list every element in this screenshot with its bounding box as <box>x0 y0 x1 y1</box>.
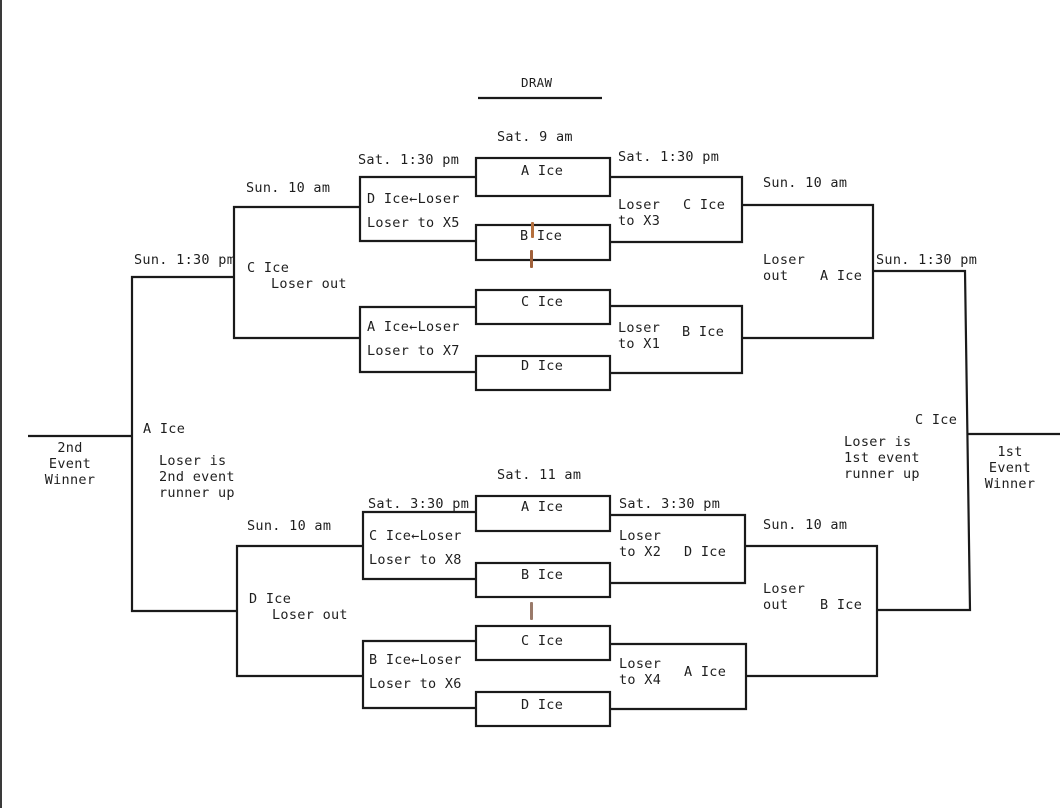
note-line: to X2 <box>619 544 662 560</box>
winner-line: Winner <box>44 472 96 488</box>
lower-left-qf2-note: Loser to X6 <box>369 676 462 692</box>
page-edge <box>0 0 2 808</box>
pencil-mark <box>530 602 533 620</box>
upper-right-qf1-ice: C Ice <box>683 197 726 213</box>
note-line: runner up <box>159 485 235 501</box>
lower-round1-time: Sat. 11 am <box>497 467 582 483</box>
note-line: out <box>763 597 789 613</box>
lower-game-c-label: C Ice <box>521 633 564 649</box>
lower-game-b-label: B Ice <box>521 567 564 583</box>
note-line: Loser is <box>844 434 912 450</box>
lower-left-qf2-bracket <box>361 639 476 710</box>
lower-right-qf1-ice: D Ice <box>684 544 727 560</box>
upper-left-semi-note: Loser out <box>271 276 347 292</box>
winner-line: Event <box>48 456 92 472</box>
note-line: Loser <box>618 197 661 213</box>
lower-left-semi-time: Sun. 10 am <box>247 518 332 534</box>
upper-left-qf2-bracket <box>358 305 476 374</box>
note-line: Loser <box>763 252 806 268</box>
lower-right-qf2-ice: A Ice <box>684 664 727 680</box>
lower-right-semi-ice: B Ice <box>820 597 863 613</box>
lower-right-semi-time: Sun. 10 am <box>763 517 848 533</box>
ice-label: D Ice <box>367 191 410 207</box>
lower-left-qf-time: Sat. 3:30 pm <box>368 496 470 512</box>
ice-label: A Ice <box>367 319 410 335</box>
note-line: 1st event <box>844 450 920 466</box>
upper-left-semi-ice: C Ice <box>247 260 290 276</box>
upper-left-semi-bracket <box>232 205 360 340</box>
right-final-time: Sun. 1:30 pm <box>876 252 978 268</box>
lower-left-semi-ice: D Ice <box>249 591 292 607</box>
upper-game-b-label: B Ice <box>520 228 563 244</box>
ice-label: B Ice <box>369 652 412 668</box>
note-line: 2nd event <box>159 469 235 485</box>
right-final-ice: C Ice <box>915 412 958 428</box>
upper-left-qf1-ice: D Ice←Loser <box>367 191 460 207</box>
lower-game-a-label: A Ice <box>521 499 564 515</box>
note-line: Loser <box>763 581 806 597</box>
upper-right-qf2-ice: B Ice <box>682 324 725 340</box>
loser-arrow: ←Loser <box>411 652 462 668</box>
winner-line: Event <box>988 460 1032 476</box>
loser-arrow: ←Loser <box>409 319 460 335</box>
note-line: to X3 <box>618 213 661 229</box>
loser-arrow: ←Loser <box>409 191 460 207</box>
ice-label: C Ice <box>369 528 412 544</box>
upper-right-semi-ice: A Ice <box>820 268 863 284</box>
upper-left-qf2-ice: A Ice←Loser <box>367 319 460 335</box>
winner-line: 2nd <box>57 440 83 456</box>
lower-left-semi-note: Loser out <box>272 607 348 623</box>
winner-line: Winner <box>984 476 1036 492</box>
lower-right-qf1-bracket <box>610 513 747 585</box>
left-final-bracket <box>130 275 237 613</box>
note-line: Loser <box>619 528 662 544</box>
upper-right-qf-time: Sat. 1:30 pm <box>618 149 720 165</box>
upper-left-qf1-note: Loser to X5 <box>367 215 460 231</box>
note-line: Loser is <box>159 453 227 469</box>
upper-game-a-label: A Ice <box>521 163 564 179</box>
upper-right-qf2-bracket <box>610 304 744 375</box>
note-line: Loser <box>619 656 662 672</box>
upper-left-qf2-note: Loser to X7 <box>367 343 460 359</box>
lower-game-d-label: D Ice <box>521 697 564 713</box>
loser-arrow: ←Loser <box>411 528 462 544</box>
winner-line: 1st <box>997 444 1023 460</box>
draw-title: DRAW <box>521 75 553 90</box>
upper-right-qf1-bracket <box>610 175 744 244</box>
lower-left-qf2-ice: B Ice←Loser <box>369 652 462 668</box>
upper-left-semi-time: Sun. 10 am <box>246 180 331 196</box>
left-final-ice: A Ice <box>143 421 186 437</box>
upper-right-semi-time: Sun. 10 am <box>763 175 848 191</box>
note-line: Loser <box>618 320 661 336</box>
right-final-bracket <box>873 269 972 612</box>
pencil-mark <box>531 222 534 238</box>
lower-left-qf1-note: Loser to X8 <box>369 552 462 568</box>
lower-right-qf-time: Sat. 3:30 pm <box>619 496 721 512</box>
note-line: out <box>763 268 789 284</box>
pencil-mark <box>530 250 533 268</box>
upper-left-qf1-bracket <box>358 175 476 243</box>
lower-left-qf1-ice: C Ice←Loser <box>369 528 462 544</box>
upper-game-d-label: D Ice <box>521 358 564 374</box>
upper-left-qf-time: Sat. 1:30 pm <box>358 152 460 168</box>
left-final-time: Sun. 1:30 pm <box>134 252 236 268</box>
upper-game-c-label: C Ice <box>521 294 564 310</box>
lower-game-a-box <box>474 494 612 533</box>
note-line: to X4 <box>619 672 662 688</box>
note-line: runner up <box>844 466 920 482</box>
upper-round1-time: Sat. 9 am <box>497 129 573 145</box>
note-line: to X1 <box>618 336 661 352</box>
lower-left-qf1-bracket <box>361 510 476 581</box>
